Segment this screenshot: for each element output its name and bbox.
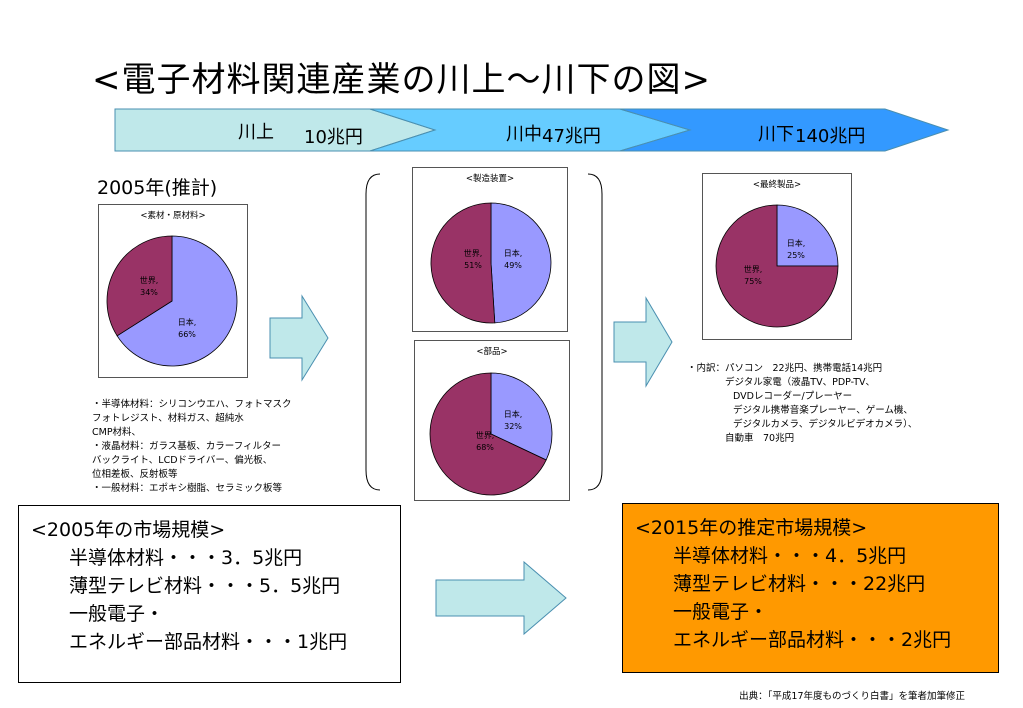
note-line: DVDレコーダー/プレーヤー (733, 391, 853, 402)
pie-slice-world (106, 235, 173, 337)
arrow-right-3 (435, 560, 567, 636)
final-product-notes: ・内訳：パソコン 22兆円、携帯電話14兆円 デジタル家電（液晶TV、PDP-T… (687, 362, 917, 446)
pie-slice-japan (490, 202, 552, 324)
stage-downstream-name: 川下 (758, 124, 794, 145)
chart-final-products: <最終製品> 世界, 75% 日本, 25% (702, 173, 852, 340)
japan-pct: 49% (504, 261, 522, 270)
market-2015-heading: <2015年の推定市場規模> (635, 517, 868, 539)
note-line: 位相差板、反射板等 (92, 469, 178, 480)
world-label: 世界, (476, 430, 495, 440)
world-pct: 68% (476, 443, 494, 452)
note-line: デジタル携帯音楽プレーヤー、ゲーム機、 (733, 405, 913, 416)
stage-upstream-value: 10兆円 (304, 127, 363, 148)
chart-equipment-title: <製造装置> (465, 174, 515, 184)
japan-pct: 66% (178, 330, 196, 339)
japan-pct: 25% (787, 251, 805, 260)
value-chain-arrows (114, 108, 950, 152)
chart-raw-materials-title: <素材・原材料> (140, 211, 206, 221)
world-pct: 51% (464, 261, 482, 270)
market-2015-line: 半導体材料・・・4．5兆円 (673, 545, 907, 567)
year-label: 2005年(推計) (97, 177, 218, 199)
japan-pct: 32% (504, 422, 522, 431)
note-line: デジタルカメラ、デジタルビデオカメラ）、 (733, 419, 918, 430)
market-2015-line: 薄型テレビ材料・・・22兆円 (673, 573, 926, 595)
japan-label: 日本, (178, 317, 197, 327)
market-2015-line: 一般電子・ (673, 601, 769, 623)
note-line: ・半導体材料：シリコンウエハ、フォトマスク (92, 399, 292, 410)
source-citation: 出典：「平成17年度ものづくり白書」を筆者加筆修正 (739, 691, 965, 702)
world-label: 世界, (464, 248, 483, 258)
pie-slice-world (715, 204, 839, 328)
stage-upstream-name: 川上 (238, 122, 274, 143)
arrow-right-1 (269, 294, 329, 382)
note-line: フォトレジスト、材料ガス、超純水 (92, 413, 244, 424)
chart-raw-materials: <素材・原材料> 世界, 34% 日本, 66% (98, 204, 248, 378)
pie-slice-world (429, 372, 547, 496)
world-label: 世界, (744, 264, 763, 274)
market-2005-box: <2005年の市場規模> 半導体材料・・・3．5兆円 薄型テレビ材料・・・5．5… (18, 505, 401, 683)
chart-parts-title: <部品> (476, 347, 508, 357)
note-line: 自動車 70兆円 (725, 433, 795, 444)
pie-slice-japan (490, 372, 553, 461)
world-pct: 34% (140, 288, 158, 297)
world-label: 世界, (140, 275, 159, 285)
chart-parts: <部品> 世界, 68% 日本, 32% (414, 340, 570, 501)
market-2005-heading: <2005年の市場規模> (31, 519, 226, 541)
market-2005-line: 一般電子・ (69, 603, 165, 625)
stage-downstream-arrow (619, 108, 950, 152)
stage-downstream-value: 140兆円 (795, 126, 866, 147)
market-2015-box: <2015年の推定市場規模> 半導体材料・・・4．5兆円 薄型テレビ材料・・・2… (622, 503, 999, 673)
note-line: バックライト、LCDドライバー、偏光板、 (92, 455, 273, 466)
left-bracket (365, 173, 381, 491)
arrow-right-2 (613, 296, 673, 388)
pie-slice-world (430, 202, 496, 324)
market-2005-line: 薄型テレビ材料・・・5．5兆円 (69, 575, 341, 597)
stage-midstream-name: 川中 (506, 124, 542, 145)
pie-slice-japan (116, 235, 238, 367)
stage-midstream-value: 47兆円 (542, 126, 601, 147)
world-pct: 75% (744, 277, 762, 286)
note-line: デジタル家電（液晶TV、PDP-TV、 (725, 377, 876, 388)
note-line: CMP材料、 (92, 427, 142, 438)
page-title: <電子材料関連産業の川上～川下の図> (92, 60, 711, 100)
note-line: ・一般材料：エポキシ樹脂、セラミック板等 (92, 483, 283, 494)
note-line: ・液晶材料：ガラス基板、カラーフィルター (92, 441, 282, 452)
midstream-brackets (365, 173, 603, 491)
stage-upstream-arrow (114, 108, 437, 152)
pie-slice-japan (776, 204, 839, 267)
chart-equipment: <製造装置> 世界, 51% 日本, 49% (412, 167, 568, 332)
chart-final-products-title: <最終製品> (752, 180, 802, 190)
right-bracket (587, 173, 603, 491)
market-2005-line: 半導体材料・・・3．5兆円 (69, 547, 303, 569)
note-line: ・内訳：パソコン 22兆円、携帯電話14兆円 (687, 363, 883, 374)
japan-label: 日本, (504, 248, 523, 258)
materials-notes: ・半導体材料：シリコンウエハ、フォトマスク フォトレジスト、材料ガス、超純水 C… (92, 398, 292, 496)
market-2015-line: エネルギー部品材料・・・2兆円 (673, 629, 952, 651)
japan-label: 日本, (787, 238, 806, 248)
japan-label: 日本, (504, 409, 523, 419)
market-2005-line: エネルギー部品材料・・・1兆円 (69, 631, 348, 653)
